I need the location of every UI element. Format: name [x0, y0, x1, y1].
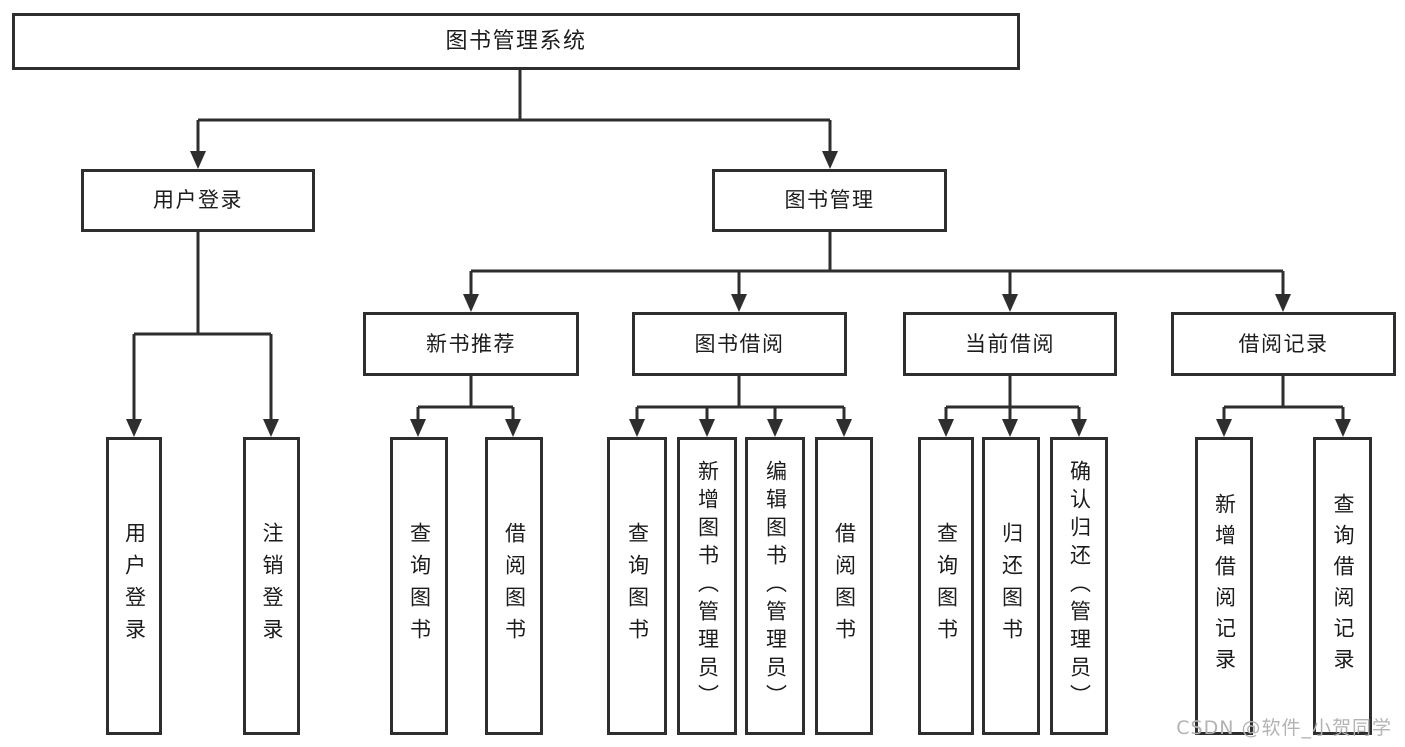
arrow-down-icon	[1216, 419, 1232, 437]
node-current-borrow: 当前借阅	[903, 312, 1117, 376]
leaf-borrow-book-1: 借阅图书	[485, 437, 543, 735]
node-label: 用户登录	[122, 522, 147, 650]
arrow-down-icon	[410, 419, 426, 437]
arrow-down-icon	[505, 419, 521, 437]
arrow-down-icon	[1002, 419, 1018, 437]
arrow-down-icon	[836, 419, 852, 437]
node-label: 用户登录	[153, 188, 243, 212]
node-book-borrow: 图书借阅	[632, 312, 847, 376]
leaf-query-borrow-record: 查询借阅记录	[1313, 437, 1372, 735]
arrow-down-icon	[938, 419, 954, 437]
node-new-book-recommend: 新书推荐	[363, 312, 579, 376]
node-label: 图书管理	[784, 188, 875, 212]
node-label: 图书管理系统	[445, 28, 587, 54]
leaf-query-book-2: 查询图书	[607, 437, 667, 735]
node-book-management: 图书管理	[712, 169, 947, 232]
node-label: 查询图书	[934, 522, 959, 650]
leaf-query-book-1: 查询图书	[390, 437, 448, 735]
leaf-return-book: 归还图书	[982, 437, 1040, 735]
arrow-down-icon	[629, 419, 645, 437]
node-label: 新增借阅记录	[1212, 493, 1237, 679]
arrow-down-icon	[1002, 294, 1018, 312]
arrow-down-icon	[1071, 419, 1087, 437]
arrow-down-icon	[126, 419, 142, 437]
arrow-down-icon	[822, 151, 838, 169]
leaf-query-book-3: 查询图书	[918, 437, 974, 735]
arrow-down-icon	[699, 419, 715, 437]
leaf-add-borrow-record: 新增借阅记录	[1195, 437, 1253, 735]
arrow-down-icon	[190, 151, 206, 169]
node-label: 借阅图书	[832, 522, 857, 650]
arrow-down-icon	[767, 419, 783, 437]
leaf-add-book-admin: 新增图书（管理员）	[677, 437, 737, 735]
node-label: 新书推荐	[426, 331, 516, 356]
arrow-down-icon	[1335, 419, 1351, 437]
node-user-login: 用户登录	[81, 169, 315, 232]
node-label: 查询图书	[407, 522, 432, 650]
node-label: 图书借阅	[694, 331, 785, 356]
node-label: 编辑图书（管理员）	[763, 460, 788, 712]
node-root: 图书管理系统	[12, 13, 1020, 70]
node-label: 确认归还（管理员）	[1067, 460, 1092, 712]
node-borrow-record: 借阅记录	[1171, 312, 1396, 376]
leaf-logout: 注销登录	[243, 437, 300, 735]
leaf-edit-book-admin: 编辑图书（管理员）	[745, 437, 805, 735]
csdn-watermark: CSDN @软件_小贺同学	[1176, 717, 1392, 739]
arrow-down-icon	[463, 294, 479, 312]
arrow-down-icon	[731, 294, 747, 312]
node-label: 注销登录	[260, 522, 284, 650]
node-label: 新增图书（管理员）	[695, 460, 720, 712]
node-label: 借阅记录	[1238, 331, 1329, 356]
leaf-borrow-book-2: 借阅图书	[815, 437, 873, 735]
arrow-down-icon	[1275, 294, 1291, 312]
node-label: 借阅图书	[502, 522, 527, 650]
arrow-down-icon	[263, 419, 279, 437]
node-label: 归还图书	[999, 522, 1024, 650]
leaf-user-login: 用户登录	[106, 437, 162, 735]
node-label: 查询图书	[625, 522, 650, 650]
leaf-confirm-return-admin: 确认归还（管理员）	[1050, 437, 1108, 735]
node-label: 查询借阅记录	[1331, 493, 1355, 679]
node-label: 当前借阅	[965, 331, 1055, 356]
